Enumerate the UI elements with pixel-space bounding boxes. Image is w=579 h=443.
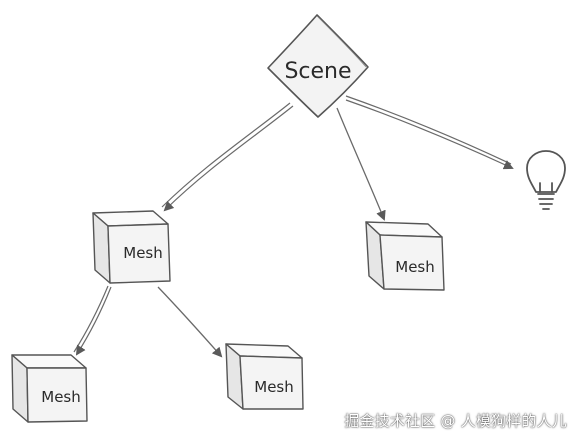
mesh-node-c[interactable]: Mesh [11,354,88,423]
scene-label: Scene [284,59,351,84]
mesh-node-b[interactable]: Mesh [365,221,445,291]
edge-scene-to-mesh-b [336,107,386,221]
edge-mesh-a-to-mesh-c [73,285,112,356]
mesh-node-d[interactable]: Mesh [225,343,304,410]
edges [73,95,514,358]
edge-mesh-a-to-mesh-d [157,286,223,358]
mesh-d-label: Mesh [254,378,294,396]
lightbulb-icon[interactable] [526,150,566,210]
edge-scene-to-light [345,95,514,170]
edge-scene-to-mesh-a [161,102,294,212]
mesh-a-label: Mesh [123,244,163,262]
mesh-b-label: Mesh [395,258,435,276]
mesh-node-a[interactable]: Mesh [92,210,171,284]
mesh-c-label: Mesh [41,388,81,406]
scene-node[interactable]: Scene [267,14,369,118]
watermark-text: 掘金技术社区 @ 人模狗样的人儿 [344,412,567,430]
